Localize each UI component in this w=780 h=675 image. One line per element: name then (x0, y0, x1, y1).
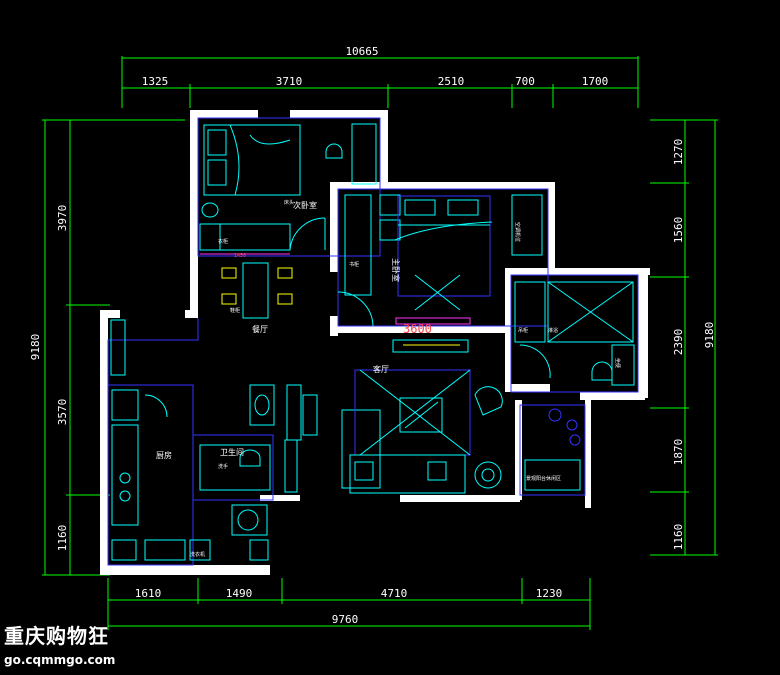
annotation-cabinet: 吊柜 (518, 327, 528, 334)
label-master-bedroom: 主卧室 (391, 258, 401, 282)
label-secondary-bedroom: 次卧室 (293, 200, 317, 210)
annotation-book: 书柜 (349, 261, 359, 268)
right-dimension-lines (650, 119, 718, 556)
master-bedroom-furniture (337, 194, 543, 327)
dim-bottom-4: 1230 (536, 587, 563, 600)
kitchen-fixtures (110, 319, 211, 561)
secondary-bedroom-furniture (199, 123, 377, 251)
annotation-wardrobe: 衣柜 (218, 238, 228, 245)
dim-right-1: 1270 (672, 139, 685, 166)
dim-left-2: 3570 (56, 399, 69, 426)
dim-bottom-1: 1610 (135, 587, 162, 600)
dim-left-1: 3970 (56, 205, 69, 232)
dim-right-4: 1870 (672, 439, 685, 466)
dim-right-total: 9180 (703, 322, 716, 349)
walls (100, 110, 650, 575)
watermark-title: 重庆购物狂 (4, 624, 109, 648)
dim-top-4: 700 (515, 75, 535, 88)
annotation-balcony-plants: 景观阳台休闲区 (526, 475, 561, 482)
label-living: 客厅 (373, 364, 389, 374)
annotation-sink: 洗手 (218, 463, 228, 470)
annotation-shoe: 鞋柜 (230, 307, 240, 314)
annotation-toilet: 坐便 (614, 358, 621, 368)
dim-inner: 3600 (403, 322, 432, 336)
top-dimension-lines (121, 56, 639, 108)
dim-small-red: 1450 (234, 253, 246, 259)
dim-top-3: 2510 (438, 75, 465, 88)
dim-left-3: 1160 (56, 525, 69, 552)
left-dimension-lines (42, 119, 185, 576)
dim-top-total: 10665 (345, 45, 378, 58)
dim-right-3: 2390 (672, 329, 685, 356)
annotation-balcony-ac: 空调机位 (514, 222, 521, 242)
living-room-furniture (284, 317, 503, 494)
dim-bottom-2: 1490 (226, 587, 253, 600)
main-bathroom-fixtures (199, 384, 275, 561)
dim-top-5: 1700 (582, 75, 609, 88)
dim-right-2: 1560 (672, 217, 685, 244)
secondary-bath-fixtures (514, 281, 635, 386)
annotation-bath: 淋浴 (548, 327, 558, 334)
dim-left-total: 9180 (29, 334, 42, 361)
label-dining: 餐厅 (252, 325, 268, 334)
watermark-url: go.cqmmgo.com (4, 653, 116, 667)
balcony-fixtures (524, 408, 581, 491)
dining-table (200, 253, 293, 319)
annotation-bedhead: 床头 (284, 199, 294, 206)
dim-top-2: 3710 (276, 75, 303, 88)
dim-right-5: 1160 (672, 524, 685, 551)
room-outlines (107, 117, 639, 566)
bottom-dimension-lines (107, 578, 591, 630)
dim-bottom-total: 9760 (332, 613, 359, 626)
annotation-laundry: 洗衣机 (190, 551, 205, 558)
label-kitchen: 厨房 (156, 450, 172, 460)
dim-top-1: 1325 (142, 75, 169, 88)
dim-bottom-3: 4710 (381, 587, 408, 600)
label-bathroom: 卫生间 (220, 447, 244, 457)
